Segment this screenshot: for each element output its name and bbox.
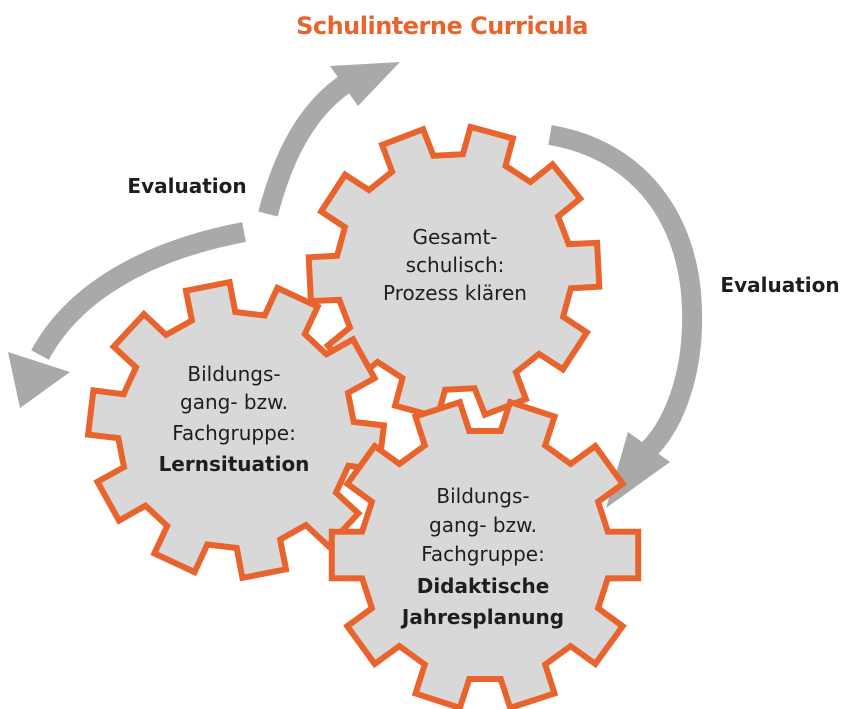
evaluation-label-left: Evaluation [127,174,246,198]
gear-bottom-line-2: gang- bzw. [429,513,537,537]
gear-left-line-1: Bildungs- [187,362,280,386]
evaluation-arrow-top-head [330,62,400,106]
gear-left-line-4: Lernsituation [159,452,310,476]
gear-left [84,278,388,582]
gear-bottom-line-4: Didaktische [417,574,550,598]
evaluation-arrow-right-head [606,432,670,508]
gear-top-line-2: schulisch: [406,253,505,277]
gear-left-line-2: gang- bzw. [180,390,288,414]
gear-bottom-line-1: Bildungs- [436,484,529,508]
evaluation-arrow-right-shaft [548,125,703,458]
evaluation-arrow-left-head [8,352,70,408]
evaluation-arrows [8,62,703,508]
evaluation-arrow-left-shaft [31,222,246,360]
gear-top [305,123,603,421]
diagram-title: Schulinterne Curricula [296,12,588,40]
gear-bottom-label: Bildungs- gang- bzw. Fachgruppe: Didakti… [400,484,564,629]
gear-left-line-3: Fachgruppe: [172,421,296,445]
evaluation-label-right: Evaluation [720,273,839,297]
evaluation-arrow-top-shaft [258,73,354,217]
gear-bottom-line-5: Jahresplanung [400,605,564,629]
gear-top-label: Gesamt- schulisch: Prozess klären [383,225,527,305]
gear-top-line-3: Prozess klären [383,281,527,305]
gear-bottom-line-3: Fachgruppe: [421,542,545,566]
gear-bottom [328,398,642,709]
gears [84,123,642,709]
gear-left-label: Bildungs- gang- bzw. Fachgruppe: Lernsit… [159,362,310,476]
gear-top-line-1: Gesamt- [412,225,497,249]
